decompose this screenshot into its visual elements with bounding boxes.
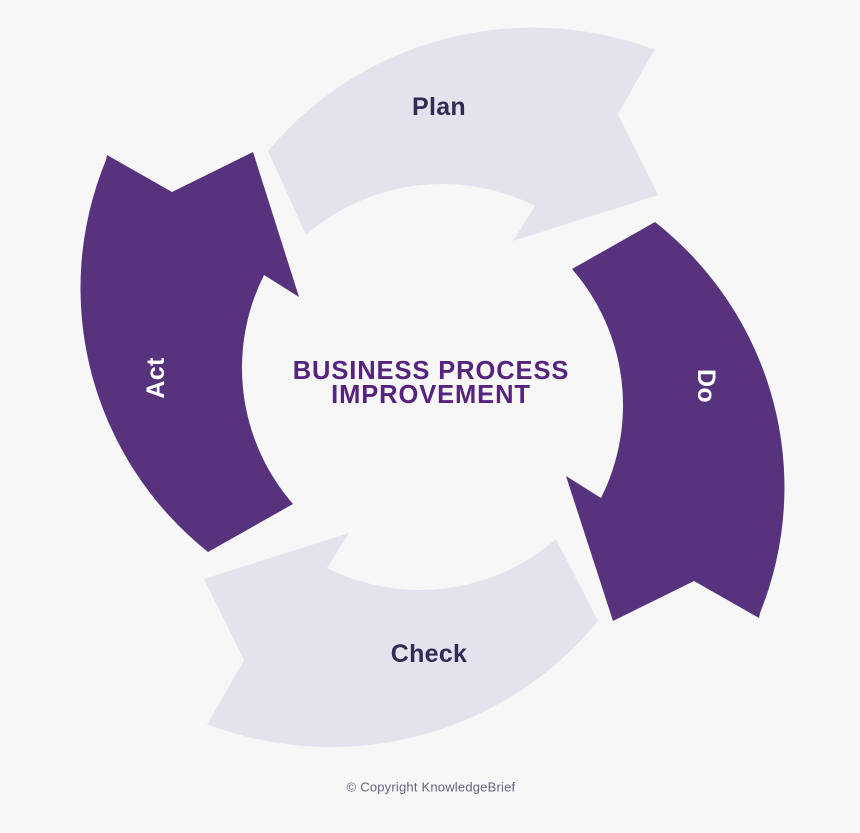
plan-arrow-shape [268, 27, 658, 242]
act-arrow-shape [80, 152, 299, 552]
center-title: BUSINESS PROCESS IMPROVEMENT [293, 357, 570, 409]
copyright-notice: © Copyright KnowledgeBrief [347, 780, 516, 795]
cycle-segment-check[interactable]: Check [204, 533, 598, 748]
check-label: Check [391, 640, 468, 668]
check-arrow-shape [204, 533, 598, 748]
cycle-segment-plan[interactable]: Plan [268, 27, 658, 242]
do-arrow-shape [566, 222, 785, 621]
cycle-segment-act[interactable]: Act [80, 152, 299, 552]
center-title-line-1: BUSINESS PROCESS [293, 357, 570, 385]
plan-label: Plan [412, 93, 466, 121]
cycle-segment-do[interactable]: Do [566, 222, 785, 621]
center-title-line-2: IMPROVEMENT [331, 381, 531, 409]
do-label: Do [692, 369, 720, 403]
act-label: Act [142, 357, 170, 399]
